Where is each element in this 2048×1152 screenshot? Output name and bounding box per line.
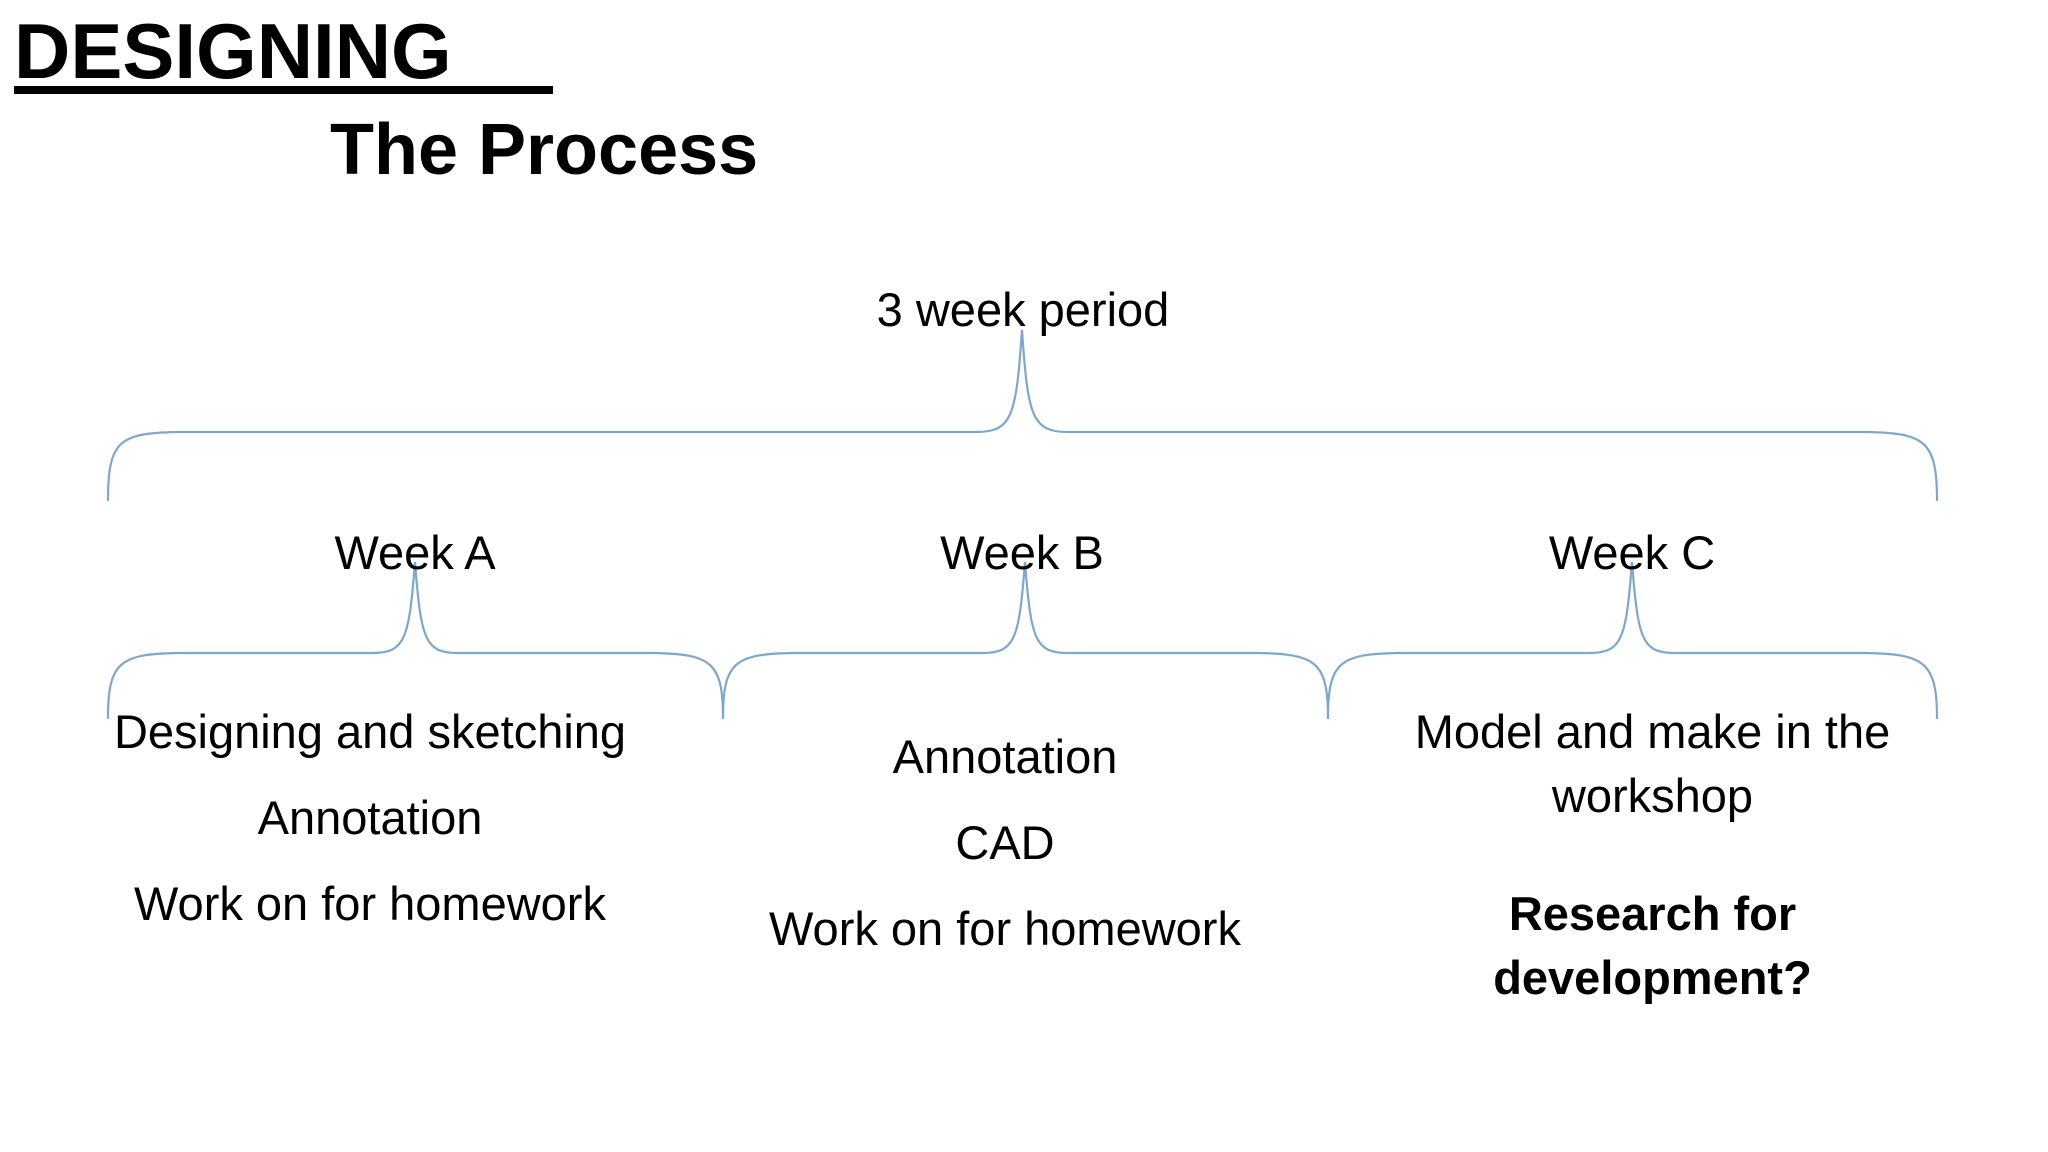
page-subtitle: The Process <box>330 110 759 190</box>
title-underline <box>14 86 553 94</box>
week-c-column: Model and make in the workshop Research … <box>1365 700 1940 1010</box>
period-label-text: 3 week period <box>876 283 1170 336</box>
week-b-brace-path <box>721 561 1330 720</box>
week-a-column: Designing and sketching Annotation Work … <box>105 700 635 936</box>
week-a-brace-path <box>106 561 725 720</box>
top-brace-path <box>106 329 1939 502</box>
week-b-item-3: Work on for homework <box>769 902 1241 955</box>
week-label-a: Week A <box>334 526 496 579</box>
week-a-item-2: Annotation <box>257 791 483 844</box>
week-b-column: Annotation CAD Work on for homework <box>740 725 1270 961</box>
week-a-item-1: Designing and sketching <box>113 705 627 758</box>
week-c-item-1: Model and make in the workshop <box>1414 705 1891 822</box>
period-label: 3 week period <box>0 282 2048 338</box>
week-a-item-3: Work on for homework <box>134 877 606 930</box>
week-label-b: Week B <box>940 526 1104 579</box>
week-label-c: Week C <box>1548 526 1716 579</box>
week-c-brace-path <box>1326 561 1939 720</box>
week-b-item-2: CAD <box>955 816 1055 869</box>
week-c-item-2: Research for development? <box>1493 887 1812 1004</box>
week-b-item-1: Annotation <box>892 730 1118 783</box>
page-title: DESIGNING <box>14 7 452 95</box>
